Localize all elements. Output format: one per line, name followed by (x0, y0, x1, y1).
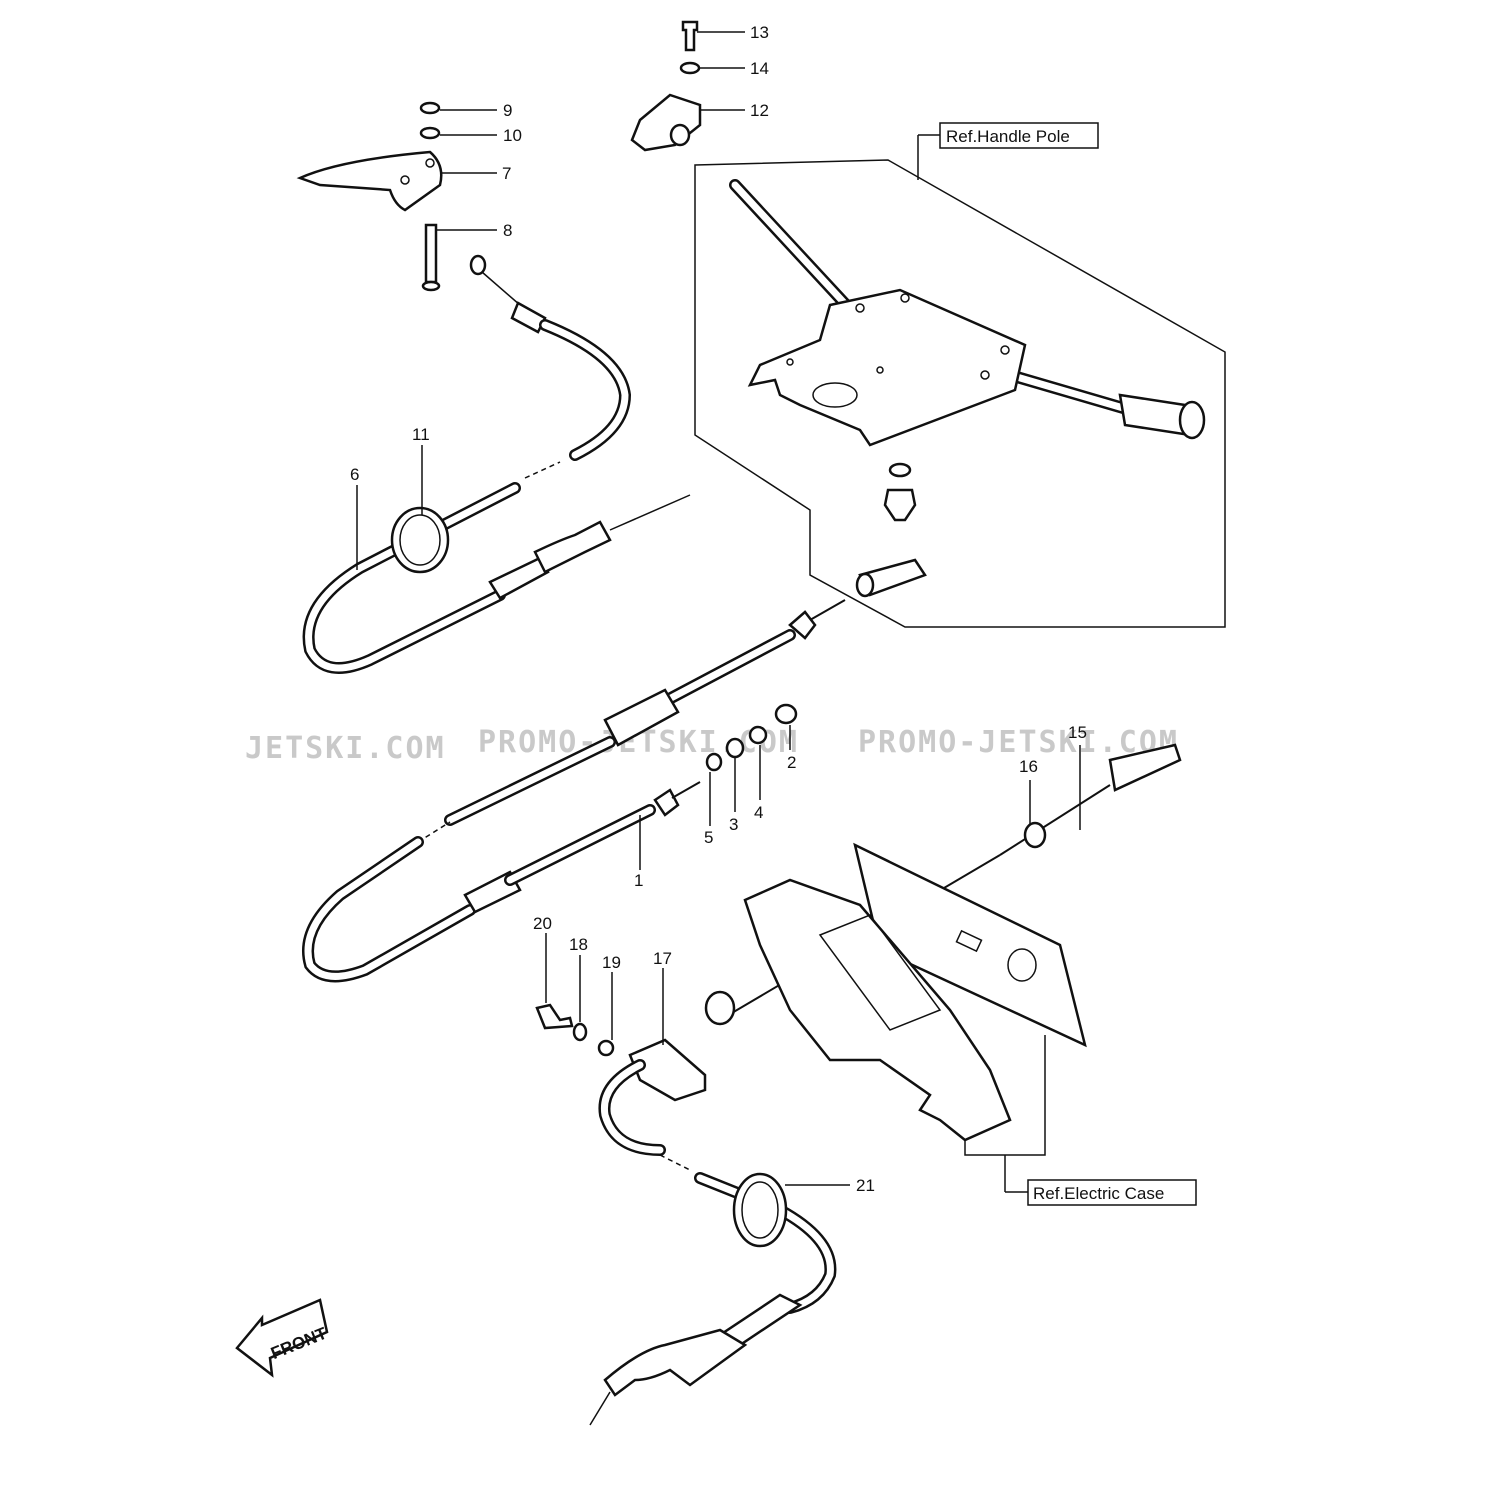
nut-9 (419, 101, 441, 115)
front-arrow-icon (235, 1298, 329, 1378)
pole-fitting (883, 488, 917, 522)
callout-17: 17 (653, 949, 672, 968)
callout-18: 18 (569, 935, 588, 954)
callout-11: 11 (412, 425, 430, 444)
callout-4: 4 (754, 803, 763, 822)
handle-pole-ref-label: Ref.Handle Pole (946, 127, 1070, 146)
electric-case-ref-box (1027, 1179, 1197, 1206)
watermark-3: PROMO-JETSKI.COM (858, 725, 1179, 760)
electric-case-body (743, 878, 1012, 1142)
nut-2 (774, 703, 798, 725)
bolt-20 (535, 1003, 574, 1030)
electric-case-assembly: Ref.Electric Case (704, 743, 1197, 1206)
callout-21: 21 (856, 1176, 875, 1195)
handle-pole-ref-box (939, 122, 1099, 149)
callout-8: 8 (503, 221, 512, 240)
cable-lower (535, 1003, 837, 1426)
electric-case-ref-label: Ref.Electric Case (1033, 1184, 1164, 1203)
handle-plate (747, 288, 1027, 447)
cable-1 (302, 599, 846, 983)
pole-nut (888, 462, 912, 478)
electric-case-plate (853, 842, 1087, 1048)
washer-10 (419, 126, 441, 140)
callout-6: 6 (350, 465, 359, 484)
callout-15: 15 (1068, 723, 1087, 742)
callout-1: 1 (634, 871, 643, 890)
callout-2: 2 (787, 753, 796, 772)
washer-14 (679, 61, 701, 75)
bracket-17 (628, 1038, 707, 1102)
callout-12: 12 (750, 101, 769, 120)
callout-3: 3 (729, 815, 738, 834)
handle-pole-assembly: Ref.Handle Pole (694, 122, 1226, 628)
callout-20: 20 (533, 914, 552, 933)
clamp-11 (390, 506, 450, 574)
washer-3 (725, 737, 745, 759)
leader-lines (356, 31, 1081, 1186)
callout-19: 19 (602, 953, 621, 972)
cable-15-end (1108, 743, 1182, 792)
handle-grip-end (1178, 400, 1206, 440)
bracket-7 (296, 150, 443, 212)
bracket-12 (630, 93, 702, 152)
screw-13 (681, 20, 699, 52)
part-12-14 (630, 20, 702, 152)
callout-7: 7 (502, 164, 511, 183)
callout-numbers: 1 2 3 4 5 6 7 8 9 10 11 12 13 14 15 16 1… (350, 23, 1087, 1195)
callout-16: 16 (1019, 757, 1038, 776)
callout-13: 13 (750, 23, 769, 42)
ring-5 (705, 752, 723, 772)
cable-6 (302, 254, 691, 674)
washer-18 (572, 1022, 588, 1042)
callout-5: 5 (704, 828, 713, 847)
callout-10: 10 (503, 126, 522, 145)
callout-14: 14 (750, 59, 769, 78)
watermark-1: JETSKI.COM (245, 731, 446, 766)
cable-1-sleeve (603, 688, 680, 747)
front-arrow: FRONT (235, 1298, 330, 1378)
cable-6-boot (533, 520, 612, 574)
cable-lower-boot (603, 1328, 748, 1397)
lockwasher-4 (748, 725, 768, 745)
part-7-10 (296, 101, 443, 292)
cable-nut (704, 990, 736, 1026)
grommet-16 (1023, 821, 1047, 849)
bolt-8 (424, 223, 438, 284)
callout-9: 9 (503, 101, 512, 120)
hardware-2-5 (705, 703, 798, 772)
handle-pole-outline (694, 159, 1226, 628)
washer-19 (597, 1039, 615, 1057)
